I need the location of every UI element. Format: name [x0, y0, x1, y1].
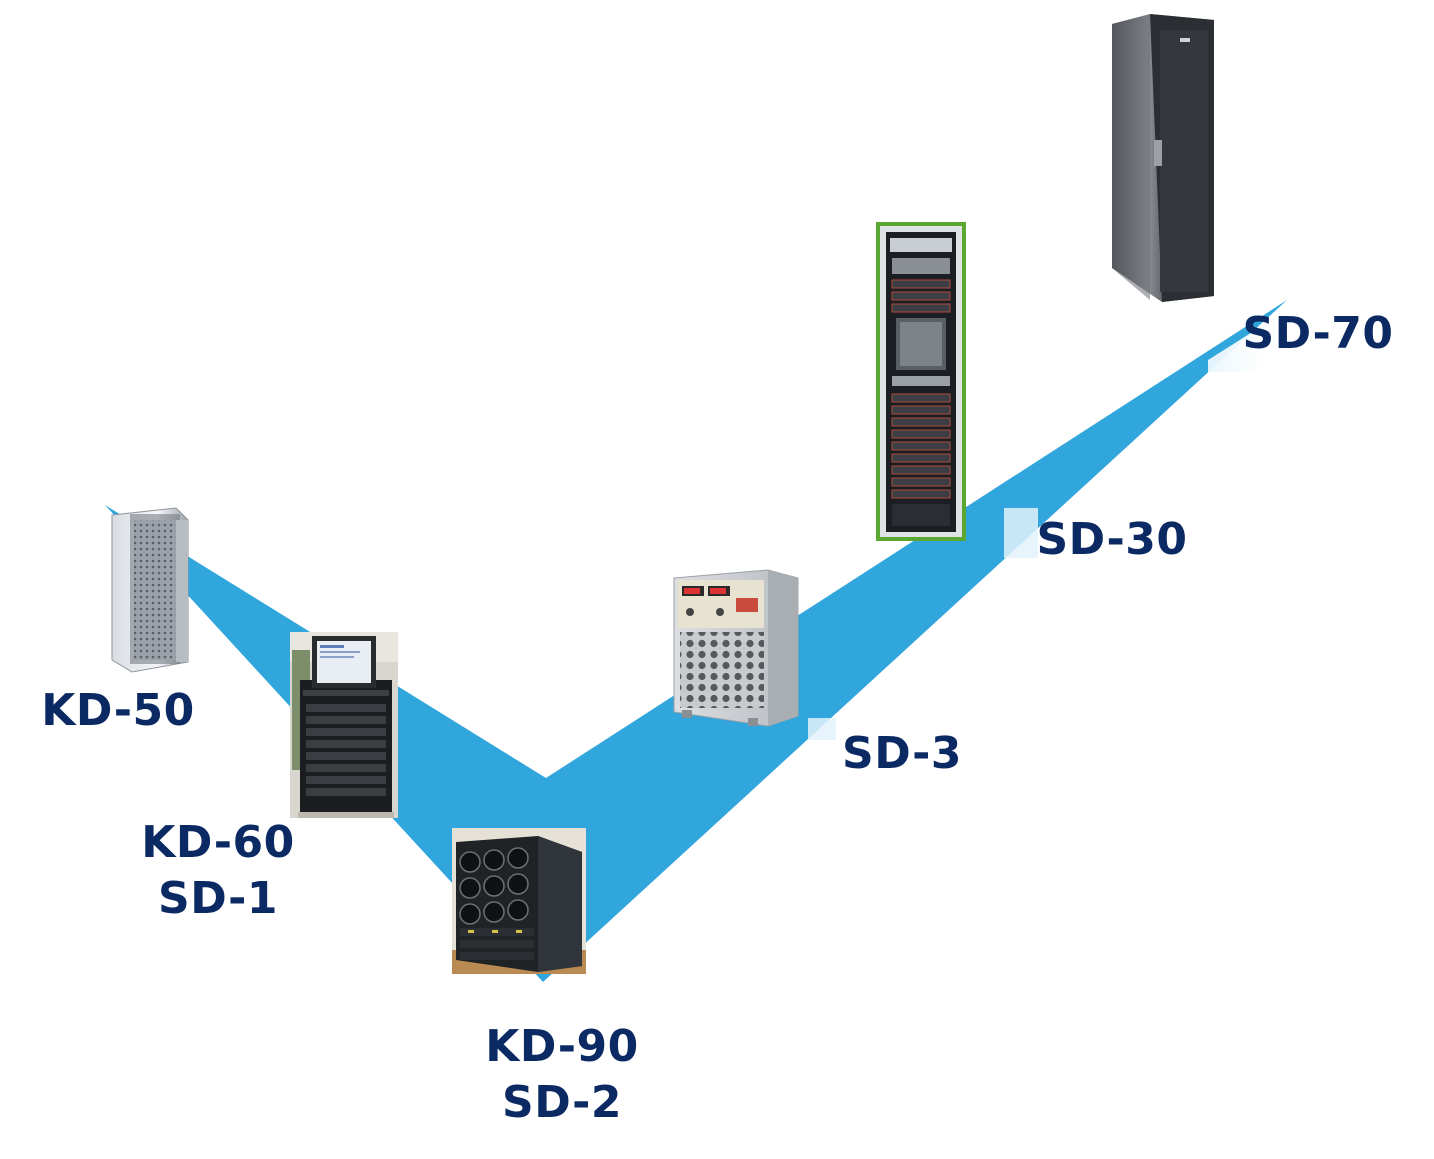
- label-kd-60-text: KD-60: [141, 817, 295, 868]
- growth-band: [105, 300, 1287, 982]
- label-sd-3: SD-3: [832, 726, 972, 782]
- label-sd-1-text: SD-1: [158, 873, 278, 924]
- label-sd-70: SD-70: [1238, 306, 1398, 362]
- label-kd-60-sd-1: KD-60 SD-1: [136, 815, 300, 927]
- label-kd-90-sd-2: KD-90 SD-2: [480, 1019, 644, 1131]
- label-kd-90-text: KD-90: [485, 1021, 639, 1072]
- band-step-1: [1004, 508, 1038, 558]
- rack-with-monitor-icon: [290, 632, 398, 818]
- fan-cabinet-icon: [452, 828, 586, 974]
- band-tip-fade: [1208, 326, 1262, 372]
- tall-cabinet-icon: [111, 507, 189, 673]
- label-sd-30: SD-30: [1032, 512, 1192, 568]
- label-sd-70-text: SD-70: [1242, 308, 1394, 359]
- control-box-icon: [673, 569, 799, 727]
- label-sd-3-text: SD-3: [842, 728, 962, 779]
- label-sd-30-text: SD-30: [1036, 514, 1188, 565]
- label-sd-2-text: SD-2: [502, 1077, 622, 1128]
- label-kd-50: KD-50: [36, 683, 200, 739]
- label-kd-50-text: KD-50: [41, 685, 195, 736]
- band-step-2: [808, 718, 836, 740]
- server-rack-icon: [876, 222, 966, 541]
- black-server-cabinet-icon: [1112, 14, 1214, 302]
